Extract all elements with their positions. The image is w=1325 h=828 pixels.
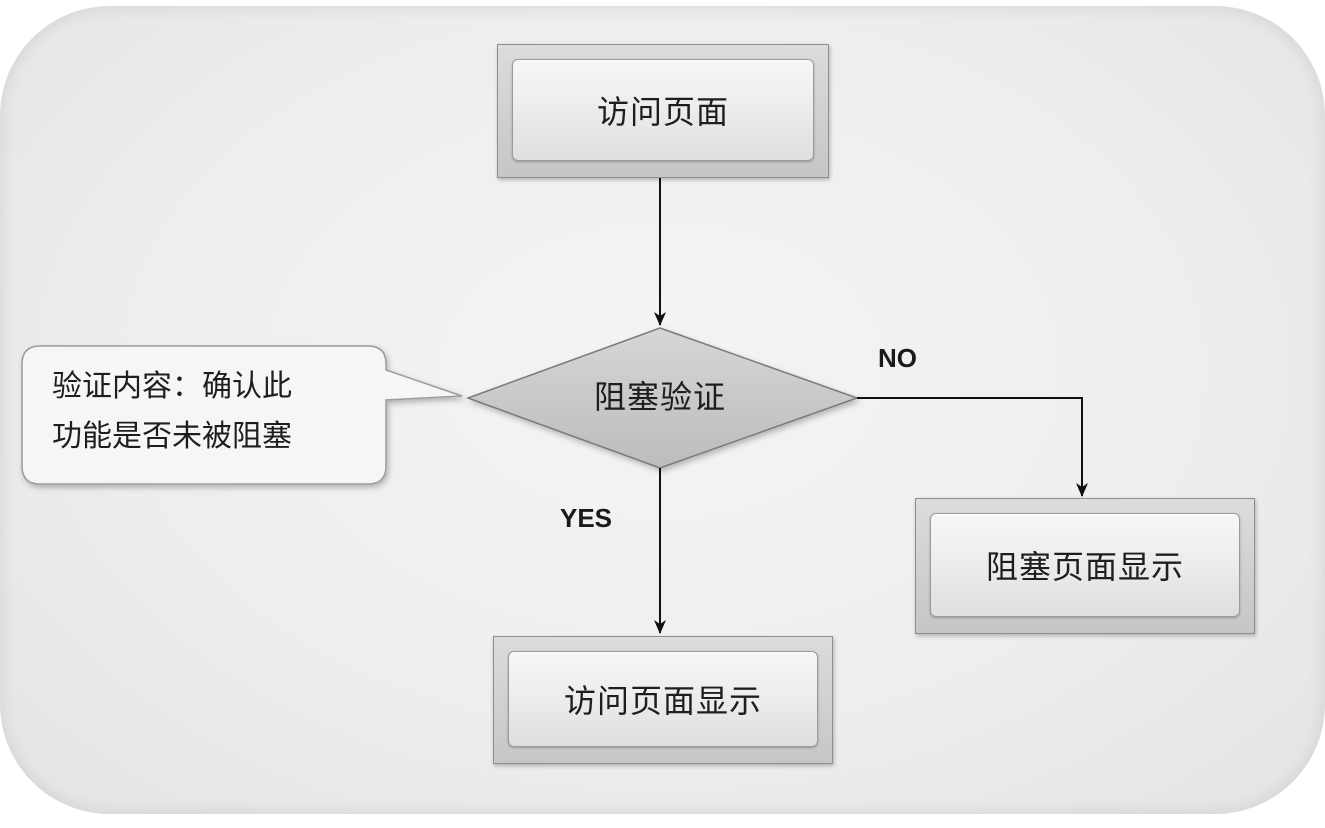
callout-bubble (21, 345, 463, 485)
edge-no-label: NO (878, 343, 917, 373)
node-no-result: 阻塞页面显示 (915, 498, 1255, 634)
node-no-result-label: 阻塞页面显示 (985, 548, 1184, 586)
edge-decision-no (857, 397, 1088, 497)
callout-line-1: 验证内容：确认此 (52, 369, 292, 404)
node-yes-result-label: 访问页面显示 (563, 682, 762, 720)
callout-text: 验证内容：确认此 功能是否未被阻塞 (52, 362, 372, 462)
node-yes-result: 访问页面显示 (493, 636, 833, 764)
node-start-label: 访问页面 (596, 93, 729, 131)
edge-yes-label: YES (560, 503, 613, 533)
node-start: 访问页面 (497, 44, 829, 178)
node-no-result-inner: 阻塞页面显示 (930, 513, 1240, 617)
decision-label: 阻塞验证 (593, 378, 726, 416)
callout-line-2: 功能是否未被阻塞 (52, 419, 292, 454)
node-start-inner: 访问页面 (512, 59, 814, 161)
node-yes-result-inner: 访问页面显示 (508, 651, 818, 747)
